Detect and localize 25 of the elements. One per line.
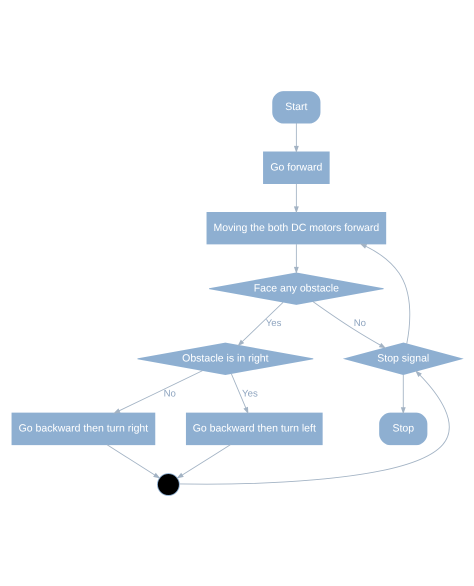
- edge-label: No: [164, 388, 176, 399]
- node-diamond: Obstacle is in right: [137, 342, 314, 374]
- node-box: Stop: [379, 412, 428, 445]
- arrow: [113, 370, 203, 414]
- arrow: [179, 370, 450, 484]
- arrow: [294, 243, 299, 274]
- node-diamond: Face any obstacle: [208, 272, 384, 304]
- node-circle: [157, 472, 180, 496]
- node-box: Go backward then turn right: [12, 412, 156, 445]
- edge-label: Yes: [266, 318, 282, 329]
- node-box: Go backward then turn left: [186, 412, 323, 445]
- arrow: [237, 301, 284, 346]
- arrow: [294, 182, 299, 213]
- node-box: Start: [272, 90, 320, 123]
- arrow: [360, 242, 410, 344]
- arrow: [294, 122, 299, 152]
- arrow: [400, 374, 406, 414]
- arrow: [176, 444, 231, 478]
- node-box: Moving the both DC motors forward: [206, 212, 386, 244]
- node-box: Go forward: [263, 151, 330, 184]
- arrow: [312, 300, 386, 348]
- arrow: [230, 372, 248, 414]
- edge-label: No: [354, 318, 366, 329]
- arrow: [106, 444, 160, 478]
- edge-label: Yes: [242, 388, 258, 399]
